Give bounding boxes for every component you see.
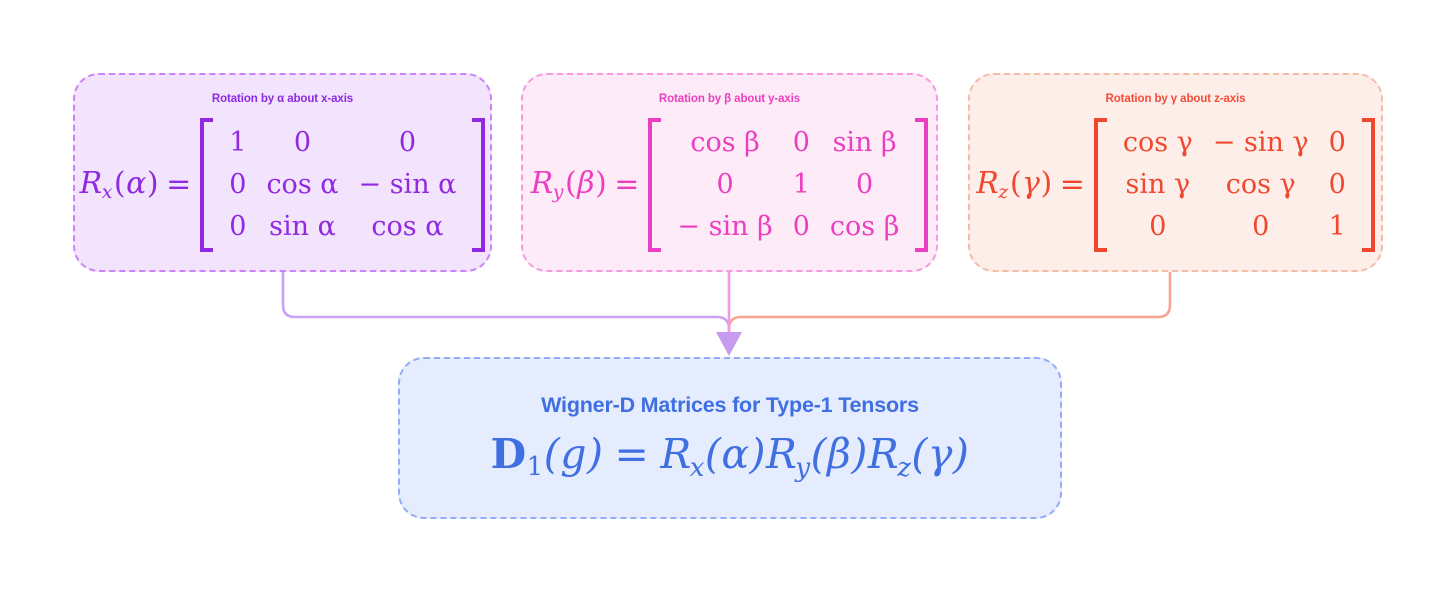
matrix-cell: 0 — [229, 211, 247, 242]
matrix-cell: sin α — [269, 211, 336, 242]
card-title-rx: Rotation by α about x-axis — [211, 93, 354, 105]
matrix-cell: sin γ — [1125, 169, 1191, 200]
matrix-cell: − sin β — [677, 211, 773, 242]
matrix-cell: − sin α — [358, 169, 457, 200]
matrix-card-ry: Rotation by β about y-axis Ry(β) = cos β… — [521, 73, 938, 272]
matrix-cell: cos β — [690, 127, 760, 158]
matrix-cell: cos γ — [1122, 127, 1193, 158]
matrix-cell: cos γ — [1225, 169, 1296, 200]
matrix-cell: 1 — [1328, 211, 1346, 242]
matrix-cell: 0 — [1252, 211, 1270, 242]
equation-rx: Rx(α) = 1 0 0 0 cos α − sin α 0 sin α co… — [75, 99, 490, 270]
bracket-left-icon — [648, 117, 662, 252]
bracket-right-icon — [915, 117, 929, 252]
matrix-cell: cos β — [829, 211, 900, 242]
card-title-ry: Rotation by β about y-axis — [658, 93, 801, 105]
card-title-rz: Rotation by γ about z-axis — [1105, 93, 1246, 105]
result-card: Wigner-D Matrices for Type-1 Tensors D1(… — [398, 357, 1062, 519]
matrix-cell: 0 — [792, 127, 810, 158]
equation-lhs-rx: Rx(α) = 1 0 0 0 cos α − sin α 0 sin α co… — [80, 117, 486, 252]
purple-connector-path — [281, 270, 731, 338]
down-arrow-icon — [716, 332, 742, 356]
bracket-right-icon — [472, 117, 486, 252]
matrix-cell: 1 — [792, 169, 810, 200]
result-equation: D1(g)=Rx(α)Ry(β)Rz(γ) — [490, 430, 970, 483]
bracket-left-icon — [200, 117, 214, 252]
equation-ry: Ry(β) = cos β 0 sin β 0 1 0 − sin β 0 co… — [523, 99, 936, 270]
matrix-cell: 1 — [229, 127, 247, 158]
matrix-cell: 0 — [856, 169, 874, 200]
equation-lhs-ry: Ry(β) = cos β 0 sin β 0 1 0 − sin β 0 co… — [531, 117, 929, 252]
matrix-card-rz: Rotation by γ about z-axis Rz(γ) = cos γ… — [968, 73, 1383, 272]
matrix-card-rx: Rotation by α about x-axis Rx(α) = 1 0 0… — [73, 73, 492, 272]
matrix-cell: − sin γ — [1212, 127, 1309, 158]
bracket-right-icon — [1361, 117, 1375, 252]
equation-lhs-rz: Rz(γ) = cos γ − sin γ 0 sin γ cos γ 0 0 … — [976, 117, 1375, 252]
matrix-cell: 0 — [716, 169, 734, 200]
bracket-left-icon — [1093, 117, 1107, 252]
result-title: Wigner-D Matrices for Type-1 Tensors — [541, 393, 919, 418]
matrix-ry: cos β 0 sin β 0 1 0 − sin β 0 cos β — [648, 117, 929, 252]
equation-equals: = — [614, 430, 650, 479]
orange-connector-path — [727, 270, 1172, 338]
equation-d-subscript: 1 — [526, 452, 544, 483]
matrix-cell: cos α — [371, 211, 444, 242]
equation-rz: Rz(γ) = cos γ − sin γ 0 sin γ cos γ 0 0 … — [970, 99, 1381, 270]
matrix-rz: cos γ − sin γ 0 sin γ cos γ 0 0 0 1 — [1093, 117, 1375, 252]
matrix-cell: 0 — [792, 211, 810, 242]
matrix-cell: 0 — [1328, 127, 1346, 158]
matrix-cell: sin β — [832, 127, 897, 158]
matrix-cell: cos α — [266, 169, 339, 200]
equation-d-symbol: D — [490, 430, 527, 479]
matrix-rx: 1 0 0 0 cos α − sin α 0 sin α cos α — [200, 117, 486, 252]
matrix-cell: 0 — [1149, 211, 1167, 242]
matrix-cell: 0 — [229, 169, 247, 200]
matrix-cell: 0 — [293, 127, 312, 158]
matrix-cell: 0 — [398, 127, 417, 158]
matrix-cell: 0 — [1328, 169, 1346, 200]
